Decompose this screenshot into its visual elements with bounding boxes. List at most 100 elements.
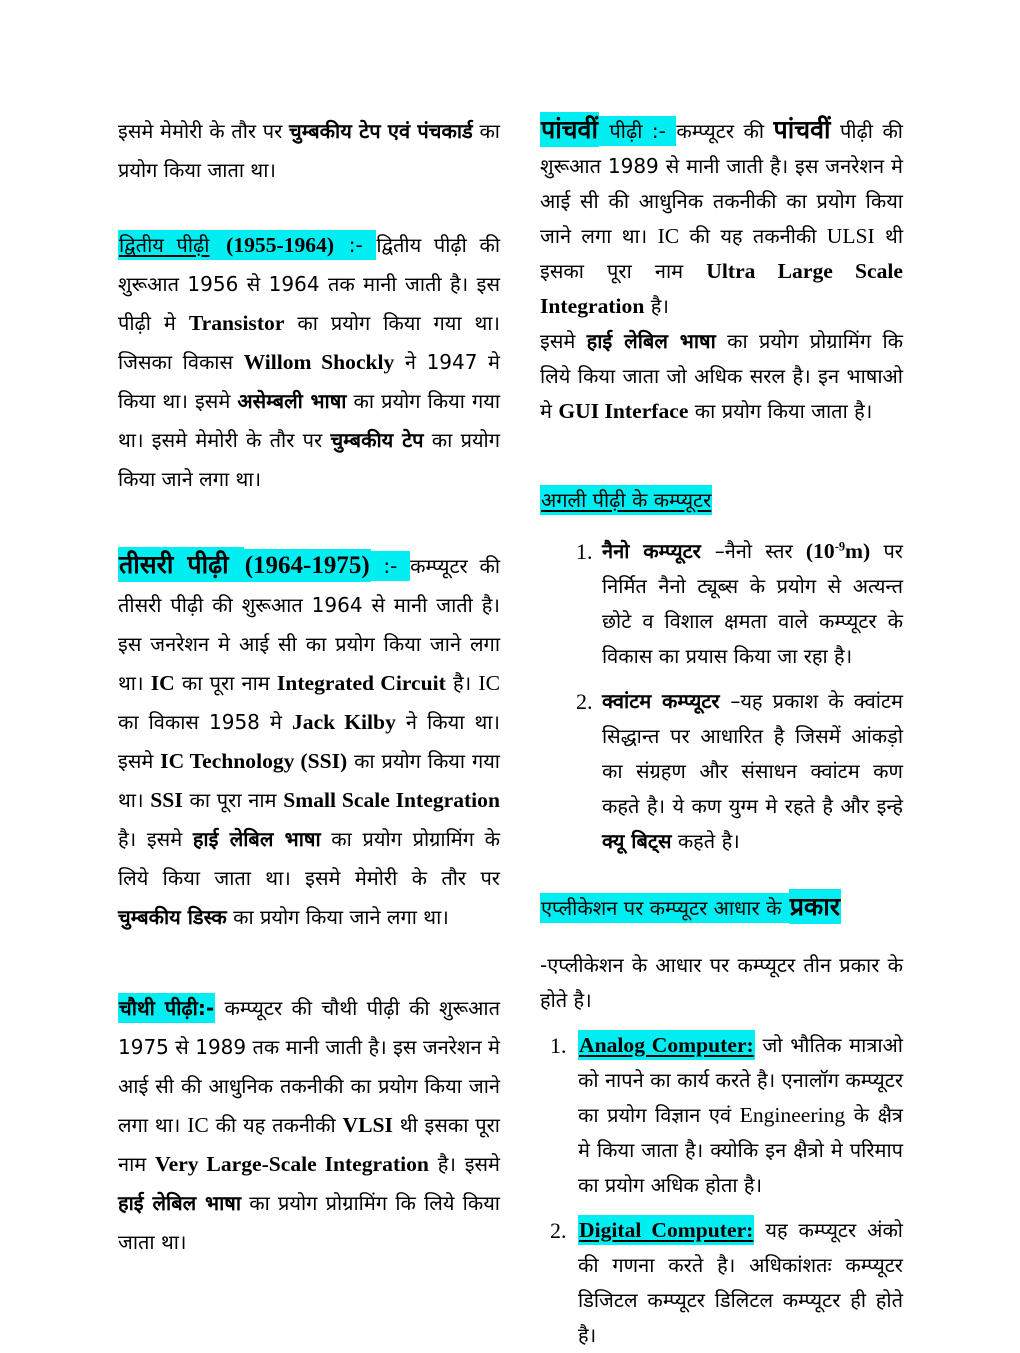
text-segment: कम्प्यूटर की तीसरी पीढ़ी की शुरूआत 1964 … [118,554,500,695]
text-segment: नैनो कम्प्यूटर [602,539,715,563]
text-segment: ने 1947 मे किया था। इसमे [118,350,500,413]
text-segment: Ultra Large Scale Integration [540,259,903,318]
list-item-digital-computer: 2. Digital Computer: यह कम्प्यूटर अंको क… [550,1213,903,1353]
text-segment: का प्रयोग प्रोग्रामिंग कि लिये किया जाता… [540,329,903,423]
text-segment: पीढ़ी :- [598,116,677,146]
text-segment: –यह प्रकाश के क्वांटम सिद्धान्त पर आधारि… [602,689,903,818]
text-segment [210,230,226,260]
text-segment: IC [657,224,680,248]
text-segment: पांचवीं [773,115,831,144]
text-segment: प्रकार [788,889,841,924]
text-segment: (10 [805,539,835,563]
text-segment: Analog Computer: [578,1030,755,1060]
text-segment: Small Scale Integration [283,788,500,812]
text-segment: हाई लेबिल भाषा [586,329,716,353]
text-segment: ने किया था। इसमे [118,710,500,773]
list-item-text: नैनो कम्प्यूटर –नैनो स्तर (10-9m) पर निर… [602,534,903,674]
text-segment: का प्रयोग किया गया था। इसमे मेमोरी के तौ… [118,389,501,452]
text-segment: पांचवीं [540,112,599,147]
text-segment: हाई लेबिल भाषा [192,827,321,851]
text-segment: का प्रयोग किया गया था। जिसका विकास [118,311,501,374]
text-segment: कम्प्यूटर की चौथी पीढ़ी की शुरूआत 1975 स… [118,996,500,1137]
text-segment: ULSI [826,224,875,248]
text-segment: असेम्बली भाषा [237,389,347,413]
text-segment: m) [845,539,871,563]
list-item-text: क्वांटम कम्प्यूटर –यह प्रकाश के क्वांटम … [602,684,903,859]
text-segment: जो भौतिक मात्राओ को नापने का कार्य करते … [578,1033,903,1127]
text-segment: Jack Kilby [291,710,396,734]
list-number: 1. [576,539,593,564]
text-segment: इसमे [540,329,587,353]
text-segment: :- [335,230,377,260]
text-segment: है। इसमे [428,1152,500,1176]
text-segment: तीसरी पीढ़ी [118,547,244,582]
list-number: 2. [576,689,593,714]
text-segment: की यह तकनीकी [208,1113,343,1137]
text-segment: का पूरा नाम [182,788,284,812]
text-segment: पीढ़ी की शुरूआत 1989 से मानी जाती है। इस… [540,119,903,248]
third-generation-section: तीसरी पीढ़ी (1964-1975) :- कम्प्यूटर की … [118,545,500,937]
text-segment: का प्रयोग किया जाता था। [118,119,500,182]
text-segment: का विकास 1958 मे [118,710,292,734]
text-segment: के क्षैत्र मे किया जाता है। क्योकि इन क्… [578,1103,903,1197]
text-segment: Very Large-Scale Integration [155,1152,429,1176]
text-segment: –नैनो स्तर [714,539,806,563]
list-item-text: Analog Computer: जो भौतिक मात्राओ को नाप… [578,1028,903,1203]
next-generation-heading: अगली पीढ़ी के कम्प्यूटर [540,483,903,518]
fifth-generation-section: पांचवीं पीढ़ी :- कम्प्यूटर की पांचवीं पी… [540,112,903,324]
text-segment: SSI [150,788,183,812]
left-column: इसमे मेमोरी के तौर पर चुम्बकीय टेप एवं प… [118,112,500,1262]
fourth-generation-section: चौथी पीढ़ी:- कम्प्यूटर की चौथी पीढ़ी की … [118,989,500,1262]
text-segment: (1955-1964) [225,230,336,260]
text-segment: इसमे मेमोरी के तौर पर [118,119,290,143]
text-segment: Engineering [739,1103,846,1127]
text-segment: Transistor [188,311,285,335]
text-segment: का प्रयोग किया जाता है। [688,399,873,423]
list-number: 1. [550,1033,567,1058]
list-item-analog-computer: 1. Analog Computer: जो भौतिक मात्राओ को … [550,1028,903,1203]
application-types-heading: एप्लीकेशन पर कम्प्यूटर आधार के प्रकार [540,889,903,926]
text-segment: का प्रयोग किया जाने लगा था। [118,428,500,491]
text-segment: चौथी पीढ़ी:- [118,993,216,1023]
text-segment: एप्लीकेशन पर कम्प्यूटर आधार के [540,893,789,923]
text-segment: IC Technology (SSI) [160,749,348,773]
computer-types-list: 1. Analog Computer: जो भौतिक मात्राओ को … [550,1028,903,1353]
text-segment: GUI Interface [558,399,689,423]
text-segment: है। [644,294,669,318]
text-segment: चुम्बकीय डिस्क [118,905,227,929]
text-segment: यह कम्प्यूटर अंको की गणना करते है। अधिका… [578,1218,903,1347]
text-segment: की यह तकनीकी [679,224,827,248]
text-segment: का प्रयोग प्रोग्रामिंग कि लिये किया जाता… [118,1191,500,1254]
text-segment: का प्रयोग किया जाने लगा था। [226,905,449,929]
text-segment: का प्रयोग किया गया था। [118,749,500,812]
text-segment: द्वितीय पीढ़ी की शुरूआत 1956 से 1964 तक … [118,233,501,335]
text-segment: कहते है। [671,829,740,853]
fifth-generation-paragraph-2: इसमे हाई लेबिल भाषा का प्रयोग प्रोग्रामि… [540,324,903,429]
text-segment: थी इसका पूरा नाम [118,1113,500,1176]
next-generation-list: 1. नैनो कम्प्यूटर –नैनो स्तर (10-9m) पर … [576,534,903,859]
text-segment: -एप्लीकेशन के आधार पर कम्प्यूटर तीन प्रक… [540,953,903,1012]
text-segment: VLSI [342,1113,393,1137]
text-segment: क्वांटम कम्प्यूटर [602,689,731,713]
text-segment: Willom Shockly [243,350,395,374]
text-segment: Digital Computer: [578,1215,755,1245]
list-item-text: Digital Computer: यह कम्प्यूटर अंको की ग… [578,1213,903,1353]
text-segment: (1964-1975) [243,549,371,582]
text-segment: चुम्बकीय टेप एवं पंचकार्ड [289,119,473,143]
second-generation-section: द्वितीय पीढ़ी (1955-1964) :- द्वितीय पीढ… [118,226,500,499]
text-segment: क्यू बिट्स [602,829,672,853]
text-segment: है। इसमे [118,827,193,851]
text-segment: पर निर्मित नैनो ट्यूब्स के प्रयोग से अत्… [602,539,903,668]
intro-paragraph: इसमे मेमोरी के तौर पर चुम्बकीय टेप एवं प… [118,112,500,190]
text-segment: IC [478,671,500,695]
text-segment: IC [150,671,175,695]
application-types-intro: -एप्लीकेशन के आधार पर कम्प्यूटर तीन प्रक… [540,948,903,1018]
text-segment: Integrated Circuit [276,671,446,695]
text-segment: का प्रयोग प्रोग्रामिंग के लिये किया जाता… [118,827,501,890]
text-segment: चुम्बकीय टेप [330,428,424,452]
text-segment: IC [187,1113,209,1137]
text-segment: थी इसका पूरा नाम [540,224,903,283]
text-segment: :- [370,551,411,581]
text-segment: हाई लेबिल भाषा [118,1191,241,1215]
text-segment: द्वितीय पीढ़ी [118,230,211,260]
